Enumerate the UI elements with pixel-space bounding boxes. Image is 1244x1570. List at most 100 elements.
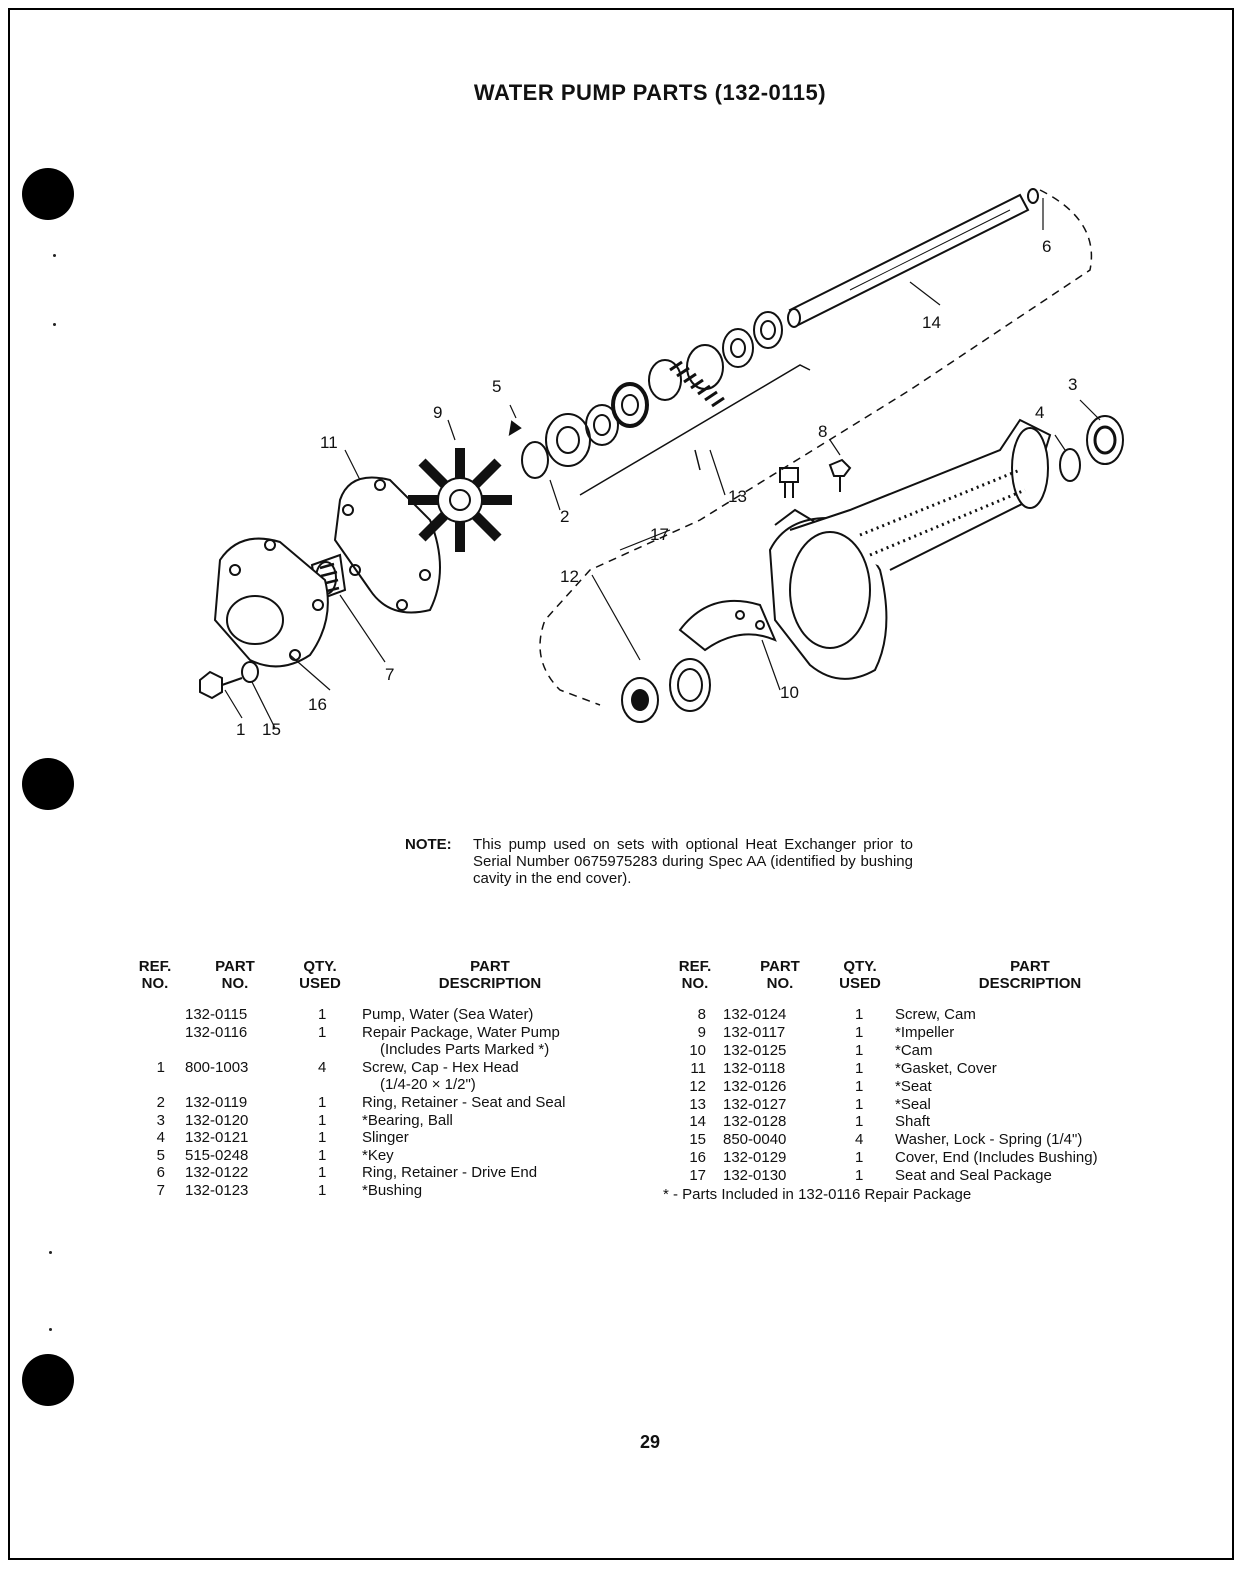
key-part [508, 420, 522, 436]
qty-cell: 1 [318, 1164, 327, 1182]
part-no-cell: 132-0117 [723, 1023, 786, 1041]
callout-17: 17 [650, 525, 669, 544]
callout-11: 11 [320, 433, 338, 452]
impeller-part [408, 448, 512, 552]
description-cell: *Impeller [895, 1023, 955, 1041]
description-cell: Repair Package, Water Pump [362, 1023, 560, 1041]
description-cell: Slinger [362, 1129, 409, 1147]
ref-cell: 7 [156, 1182, 165, 1199]
description-cell: (1/4-20 × 1/2") [380, 1076, 476, 1094]
end-cover-part [213, 537, 329, 668]
part-no-cell: 132-0123 [185, 1182, 249, 1199]
part-no-cell: 132-0130 [723, 1167, 787, 1185]
speck [53, 254, 56, 257]
qty-cell: 1 [318, 1023, 327, 1041]
callout-15: 15 [262, 720, 281, 739]
cover-gasket-part [333, 476, 441, 614]
part-no-cell: 800-1003 [185, 1058, 249, 1076]
lock-washer-part [241, 661, 259, 683]
qty-cell: 1 [855, 1113, 864, 1131]
slinger-part [1059, 448, 1081, 482]
ref-cell: 12 [689, 1077, 706, 1095]
ref-cell: 11 [690, 1059, 706, 1077]
callout-13: 13 [728, 487, 747, 506]
page-border [8, 8, 1234, 1560]
ref-cell: 14 [689, 1113, 706, 1131]
qty-cell: 4 [855, 1131, 864, 1149]
callout-16: 16 [308, 695, 327, 714]
qty-cell: 1 [855, 1059, 864, 1077]
note-text: This pump used on sets with optional Hea… [473, 836, 913, 887]
speck [49, 1328, 52, 1331]
ball-bearing-part [1086, 415, 1124, 465]
description-cell: *Bushing [362, 1182, 423, 1199]
qty-cell: 1 [318, 1094, 327, 1111]
table-row: 7 132-0123 1 *Bushing [130, 1182, 610, 1200]
description-cell: Cover, End (Includes Bushing) [895, 1149, 1098, 1167]
part-no-cell: 132-0125 [723, 1041, 787, 1059]
table-row: 132-0116 1 Repair Package, Water Pump [130, 1024, 610, 1042]
seal-ring-part [669, 658, 711, 712]
description-cell: Pump, Water (Sea Water) [362, 1006, 534, 1023]
ref-cell: 15 [689, 1131, 706, 1149]
binder-hole [22, 168, 74, 220]
qty-cell: 1 [318, 1182, 327, 1199]
ref-cell: 13 [689, 1095, 706, 1113]
seat-part [621, 677, 659, 723]
table-row: (1/4-20 × 1/2") [130, 1076, 610, 1094]
qty-cell: 1 [855, 1167, 864, 1185]
callout-1: 1 [236, 720, 245, 739]
speck [49, 1251, 52, 1254]
qty-cell: 1 [318, 1006, 327, 1023]
speck [53, 323, 56, 326]
part-no-cell: 132-0127 [723, 1095, 787, 1113]
callout-5: 5 [492, 377, 501, 396]
callout-8: 8 [818, 422, 827, 441]
part-no-cell: 850-0040 [723, 1131, 787, 1149]
seal-stack-part [545, 311, 783, 467]
part-no-cell: 132-0128 [723, 1113, 787, 1131]
description-cell: Ring, Retainer - Drive End [362, 1164, 538, 1182]
ref-cell: 5 [156, 1146, 165, 1164]
part-no-cell: 132-0126 [723, 1077, 787, 1095]
ref-cell: 2 [156, 1094, 165, 1111]
cam-screw-part [779, 467, 799, 483]
seat-retainer-ring-part [521, 441, 549, 479]
part-no-cell: 132-0115 [185, 1006, 248, 1023]
description-cell: *Seal [895, 1095, 931, 1113]
description-cell: *Key [362, 1146, 394, 1164]
description-cell: Washer, Lock - Spring (1/4") [895, 1131, 1083, 1149]
part-no-cell: 132-0122 [185, 1164, 249, 1182]
ref-cell: 9 [697, 1023, 706, 1041]
callout-2: 2 [560, 507, 569, 526]
part-no-cell: 132-0129 [723, 1149, 787, 1167]
qty-cell: 4 [318, 1058, 327, 1076]
description-cell: *Seat [895, 1077, 932, 1095]
callout-6: 6 [1042, 237, 1051, 256]
part-no-cell: 132-0116 [185, 1023, 248, 1041]
table-row: 132-0115 1 Pump, Water (Sea Water) [130, 1006, 610, 1024]
header-qty: QTY.USED [839, 958, 881, 992]
part-no-cell: 132-0119 [185, 1094, 248, 1111]
description-cell: *Bearing, Ball [362, 1111, 453, 1129]
qty-cell: 1 [855, 1149, 864, 1167]
description-cell: Screw, Cam [895, 1006, 976, 1023]
qty-cell: 1 [318, 1146, 327, 1164]
callout-7: 7 [385, 665, 394, 684]
page-title: WATER PUMP PARTS (132-0115) [473, 80, 827, 105]
table-row: (Includes Parts Marked *) [130, 1041, 610, 1059]
ref-cell: 4 [156, 1129, 165, 1147]
description-cell: *Gasket, Cover [895, 1059, 997, 1077]
part-no-cell: 132-0120 [185, 1111, 249, 1129]
cam-part [678, 599, 777, 652]
pump-housing-part [768, 418, 1052, 680]
part-no-cell: 515-0248 [185, 1146, 249, 1164]
